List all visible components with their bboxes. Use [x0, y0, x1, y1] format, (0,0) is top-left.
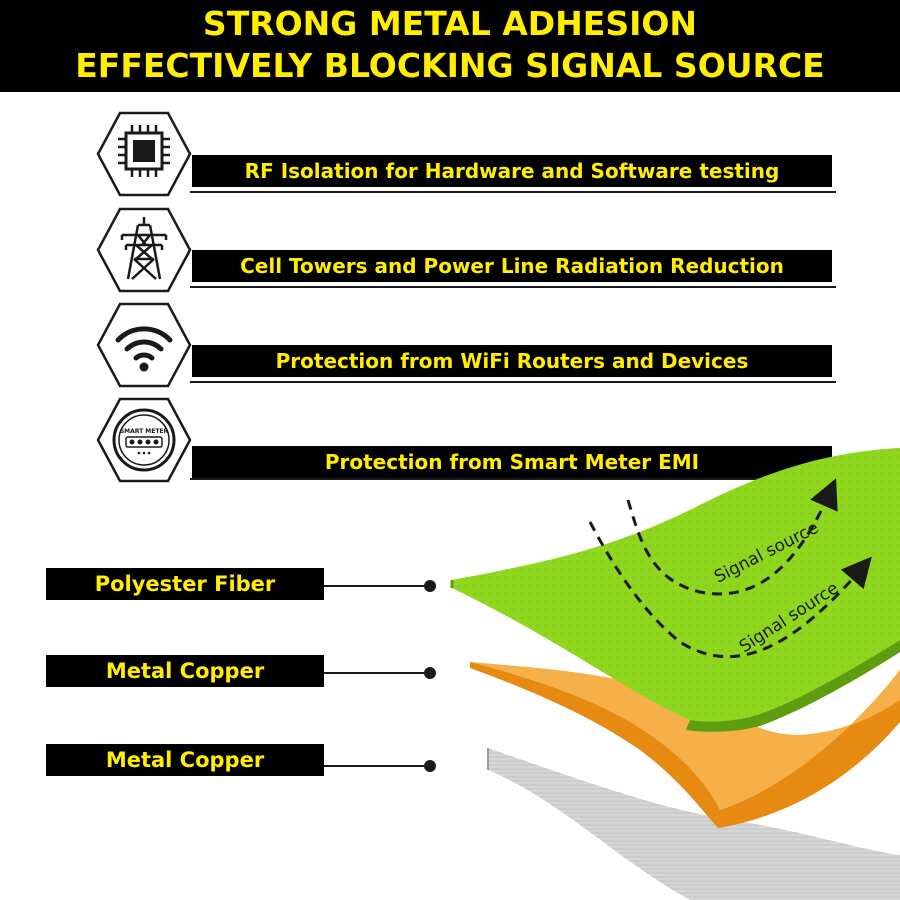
feature-row-wifi: Protection from WiFi Routers and Devices [96, 302, 836, 388]
layer-label-metal-copper-2: Metal Copper [46, 744, 324, 776]
wifi-icon [96, 302, 192, 388]
leader-dot [424, 760, 436, 772]
layer-orange-sheet [470, 662, 900, 828]
feature-divider [190, 381, 836, 383]
signal-arrow-lower [588, 521, 872, 659]
feature-row-cell-towers: Cell Towers and Power Line Radiation Red… [96, 207, 836, 293]
leader-lines [324, 585, 430, 767]
layer-silver-sheet [487, 748, 900, 900]
signal-arrow-upper [626, 478, 838, 596]
smart-meter-icon: SMART METER [96, 397, 192, 483]
power-tower-icon [96, 207, 192, 293]
smart-meter-icon-text: SMART METER [120, 428, 169, 435]
header-banner: STRONG METAL ADHESION EFFECTIVELY BLOCKI… [0, 0, 900, 92]
layer-green-sheet [450, 448, 900, 732]
banner-title-line-2: EFFECTIVELY BLOCKING SIGNAL SOURCE [75, 46, 825, 85]
feature-label-smart-meter: Protection from Smart Meter EMI [192, 446, 832, 478]
feature-row-rf-isolation: RF Isolation for Hardware and Software t… [96, 111, 836, 197]
banner-title-line-1: STRONG METAL ADHESION [202, 4, 698, 43]
feature-divider [190, 478, 836, 480]
layer-label-metal-copper: Metal Copper [46, 655, 324, 687]
feature-label-cell-towers: Cell Towers and Power Line Radiation Red… [192, 250, 832, 282]
feature-divider [190, 286, 836, 288]
feature-row-smart-meter: SMART METER Protection from Smart Meter … [96, 397, 836, 483]
chip-icon [96, 111, 192, 197]
feature-label-wifi: Protection from WiFi Routers and Devices [192, 345, 832, 377]
leader-dot [424, 667, 436, 679]
feature-divider [190, 191, 836, 193]
layer-label-polyester-fiber: Polyester Fiber [46, 568, 324, 600]
feature-label-rf-isolation: RF Isolation for Hardware and Software t… [192, 155, 832, 187]
leader-dot [424, 580, 436, 592]
